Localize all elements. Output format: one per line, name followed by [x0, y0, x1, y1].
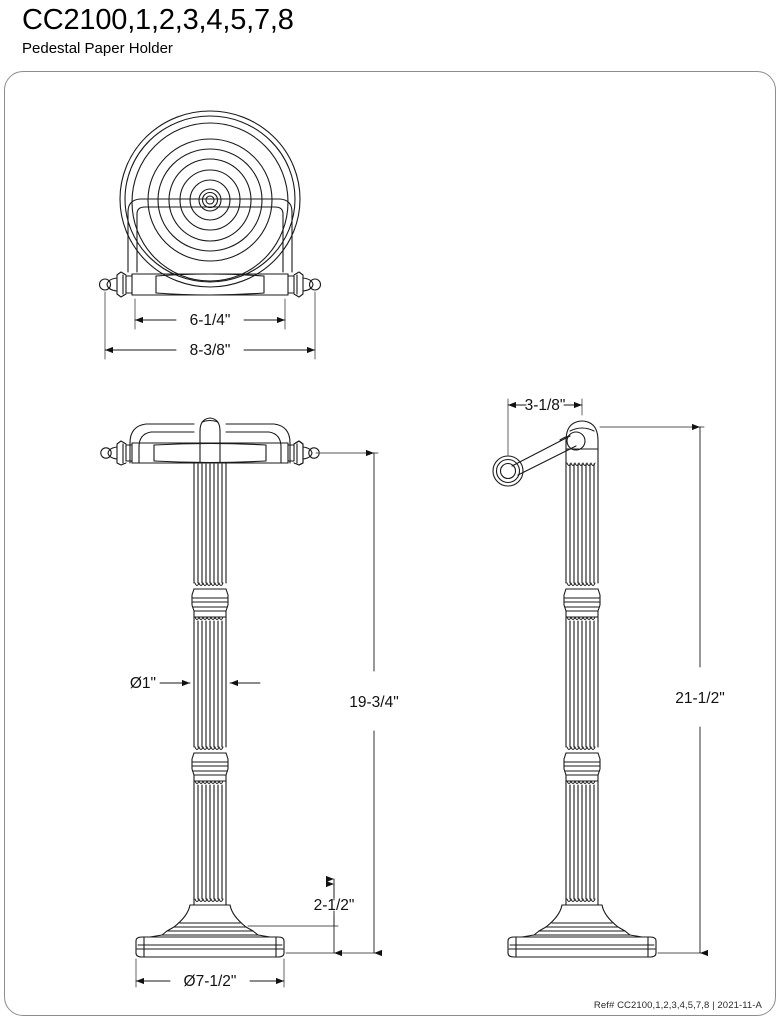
front-view: Ø1" 19-3/4" 2-1/2": [100, 417, 399, 990]
sheet-header: CC2100,1,2,3,4,5,7,8 Pedestal Paper Hold…: [22, 4, 762, 59]
dim-label-base-height: 2-1/2": [314, 897, 355, 914]
dim-label-arm-projection: 3-1/8": [525, 397, 566, 414]
dim-label-post-diameter: Ø1": [130, 675, 156, 692]
dim-top-inner: [134, 298, 286, 330]
drawing-reference: Ref# CC2100,1,2,3,4,5,7,8 | 2021-11-A: [593, 1000, 762, 1011]
dim-label-side-height: 21-1/2": [675, 690, 724, 707]
side-view: 3-1/8" 21-1/2": [492, 397, 725, 958]
drawing-frame: [4, 71, 776, 1016]
top-view: 6-1/4" 8-3/8": [98, 110, 322, 360]
dim-label-front-height: 19-3/4": [349, 694, 398, 711]
technical-drawing: 6-1/4" 8-3/8": [98, 110, 725, 990]
dim-label-top-outer: 8-3/8": [190, 342, 231, 359]
dim-top-outer: [104, 291, 316, 360]
dim-front-height: [285, 449, 383, 957]
dim-label-top-inner: 6-1/4": [190, 312, 231, 329]
dim-base-diameter: [135, 958, 285, 988]
dim-arm-projection: [507, 398, 583, 456]
page-title: CC2100,1,2,3,4,5,7,8: [22, 4, 294, 36]
page-subtitle: Pedestal Paper Holder: [22, 40, 173, 57]
dim-side-height: [599, 423, 709, 957]
dim-label-base-diameter: Ø7-1/2": [184, 973, 237, 990]
dim-base-height: [247, 875, 343, 957]
